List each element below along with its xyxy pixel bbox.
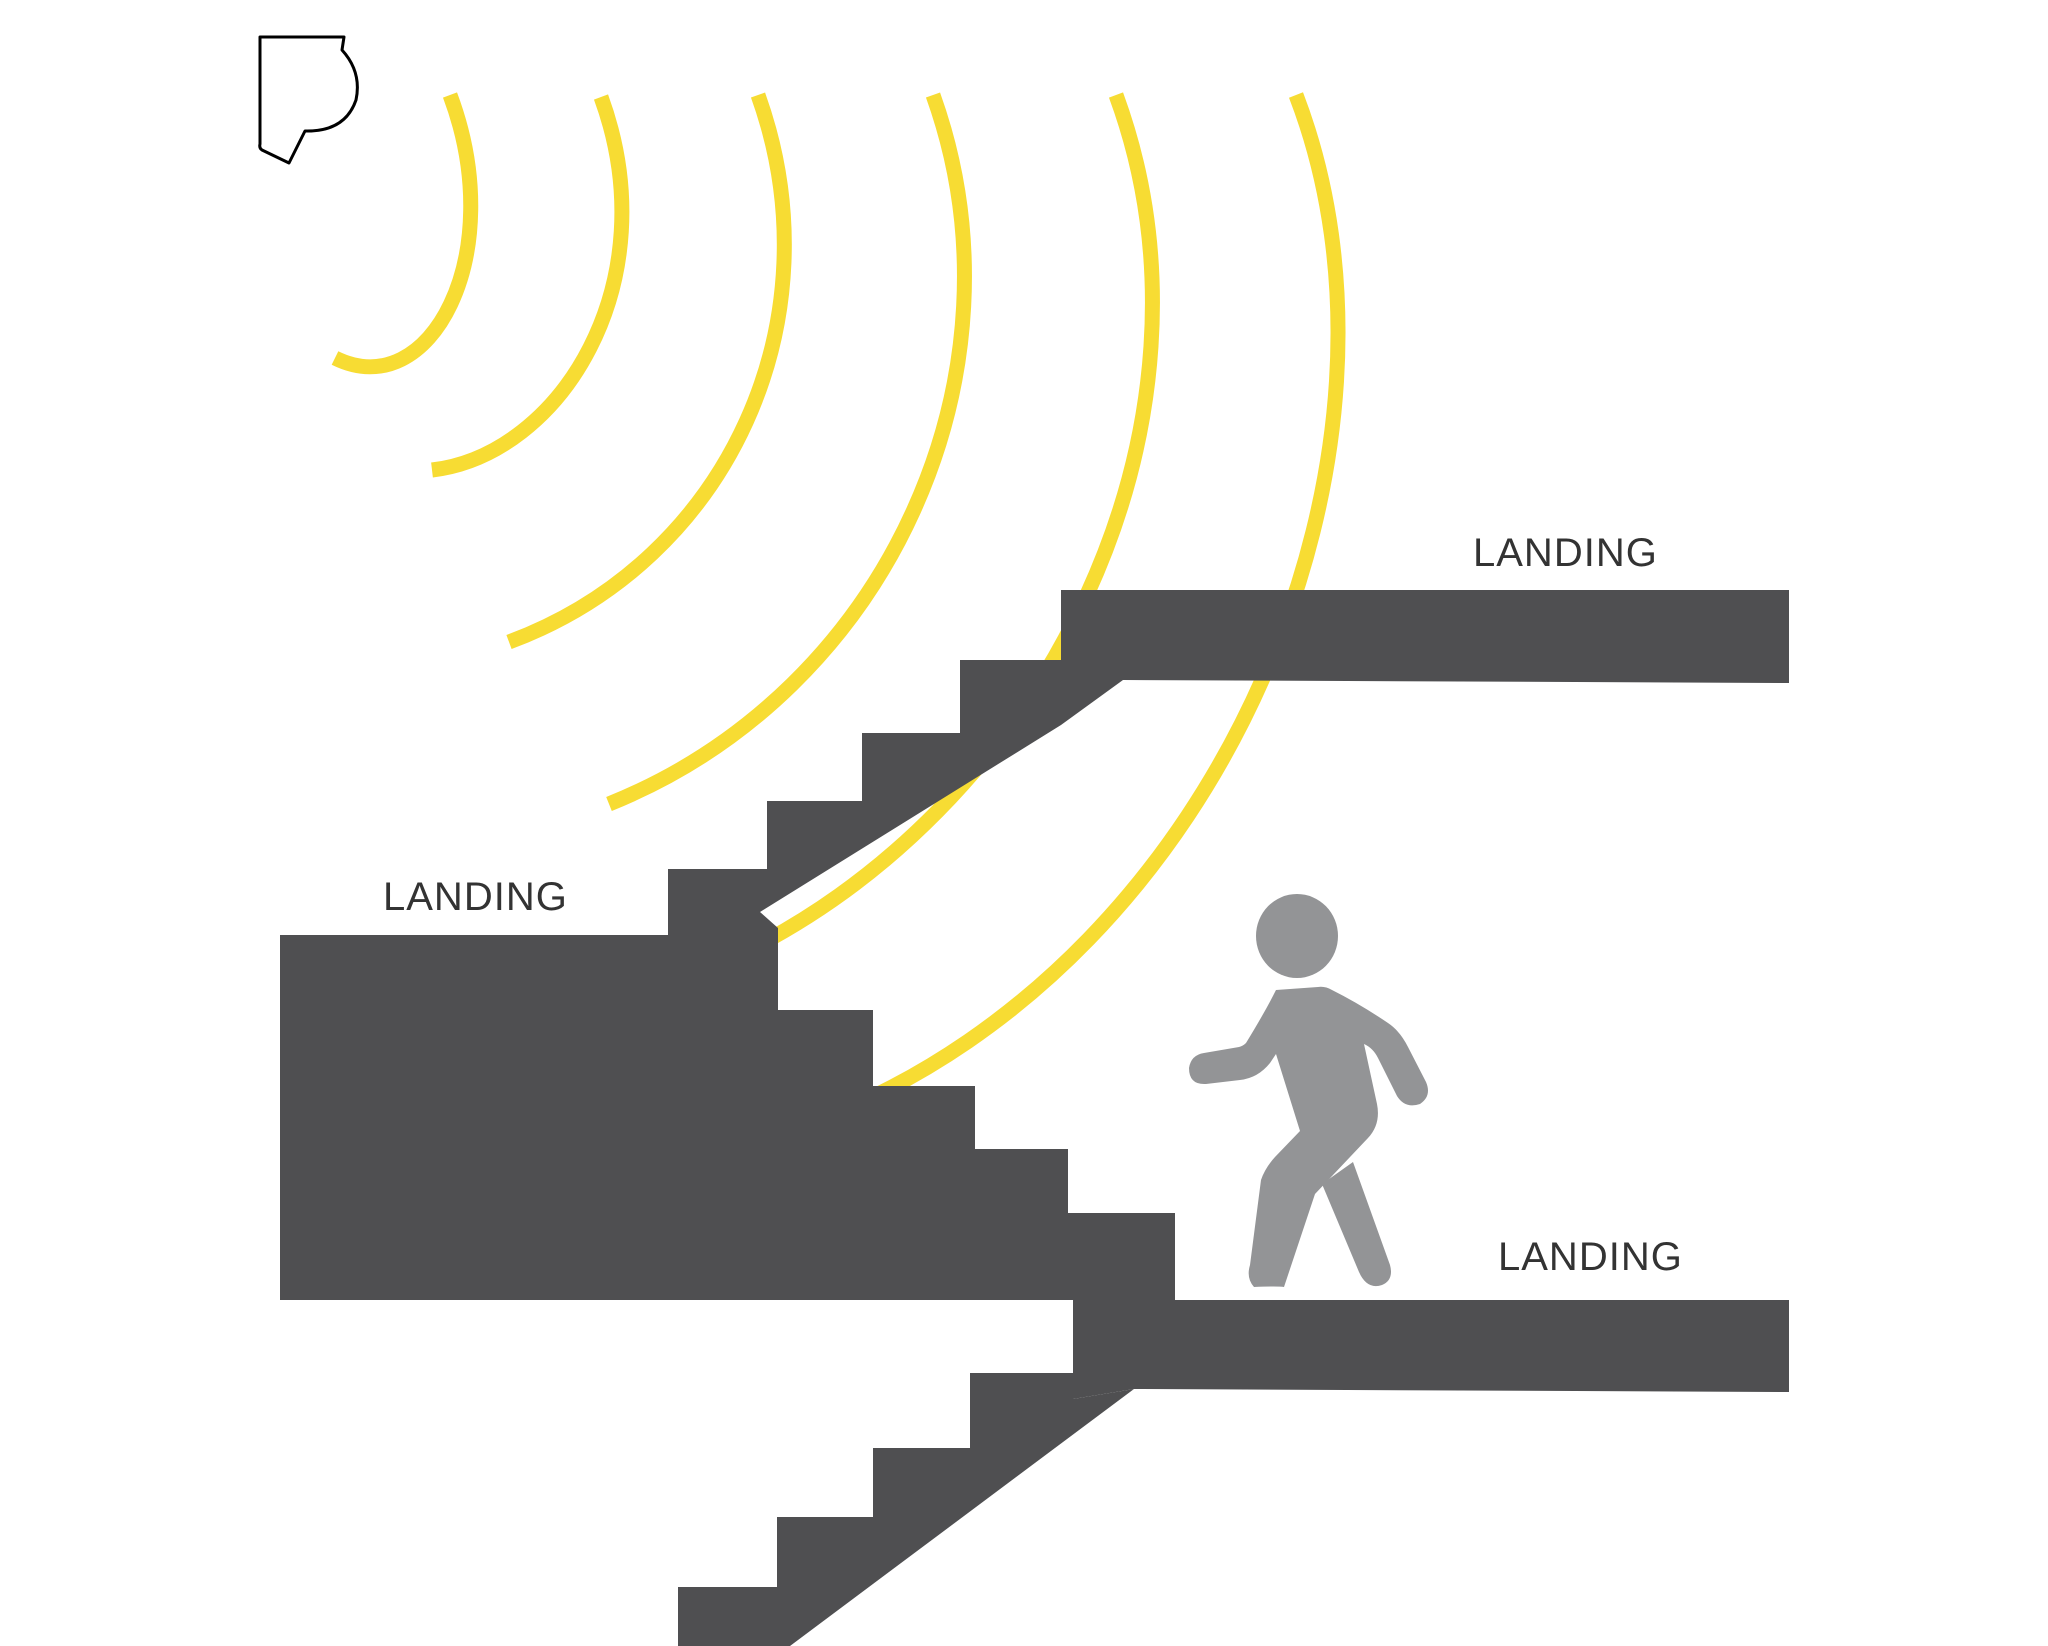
person-back-leg — [1322, 1162, 1391, 1287]
person-body — [1189, 986, 1428, 1287]
upper-landing-label: LANDING — [1473, 531, 1658, 575]
lower-landing-slab — [1073, 1300, 1789, 1399]
stair-structure — [280, 590, 1789, 1646]
lower-stair-flight — [678, 1300, 1134, 1646]
walking-person-icon — [1189, 894, 1428, 1287]
upper-landing-slab — [1061, 590, 1789, 725]
motion-sensor-icon — [258, 35, 359, 165]
person-head — [1256, 894, 1338, 978]
detection-wave-icon — [606, 92, 972, 811]
lower-landing-label: LANDING — [1498, 1235, 1683, 1279]
upper-stair-flight — [280, 660, 1175, 1300]
middle-landing-label: LANDING — [383, 875, 568, 919]
detection-wave-icon — [506, 92, 792, 650]
detection-wave-icon — [331, 92, 479, 375]
detection-wave-icon — [431, 94, 630, 478]
